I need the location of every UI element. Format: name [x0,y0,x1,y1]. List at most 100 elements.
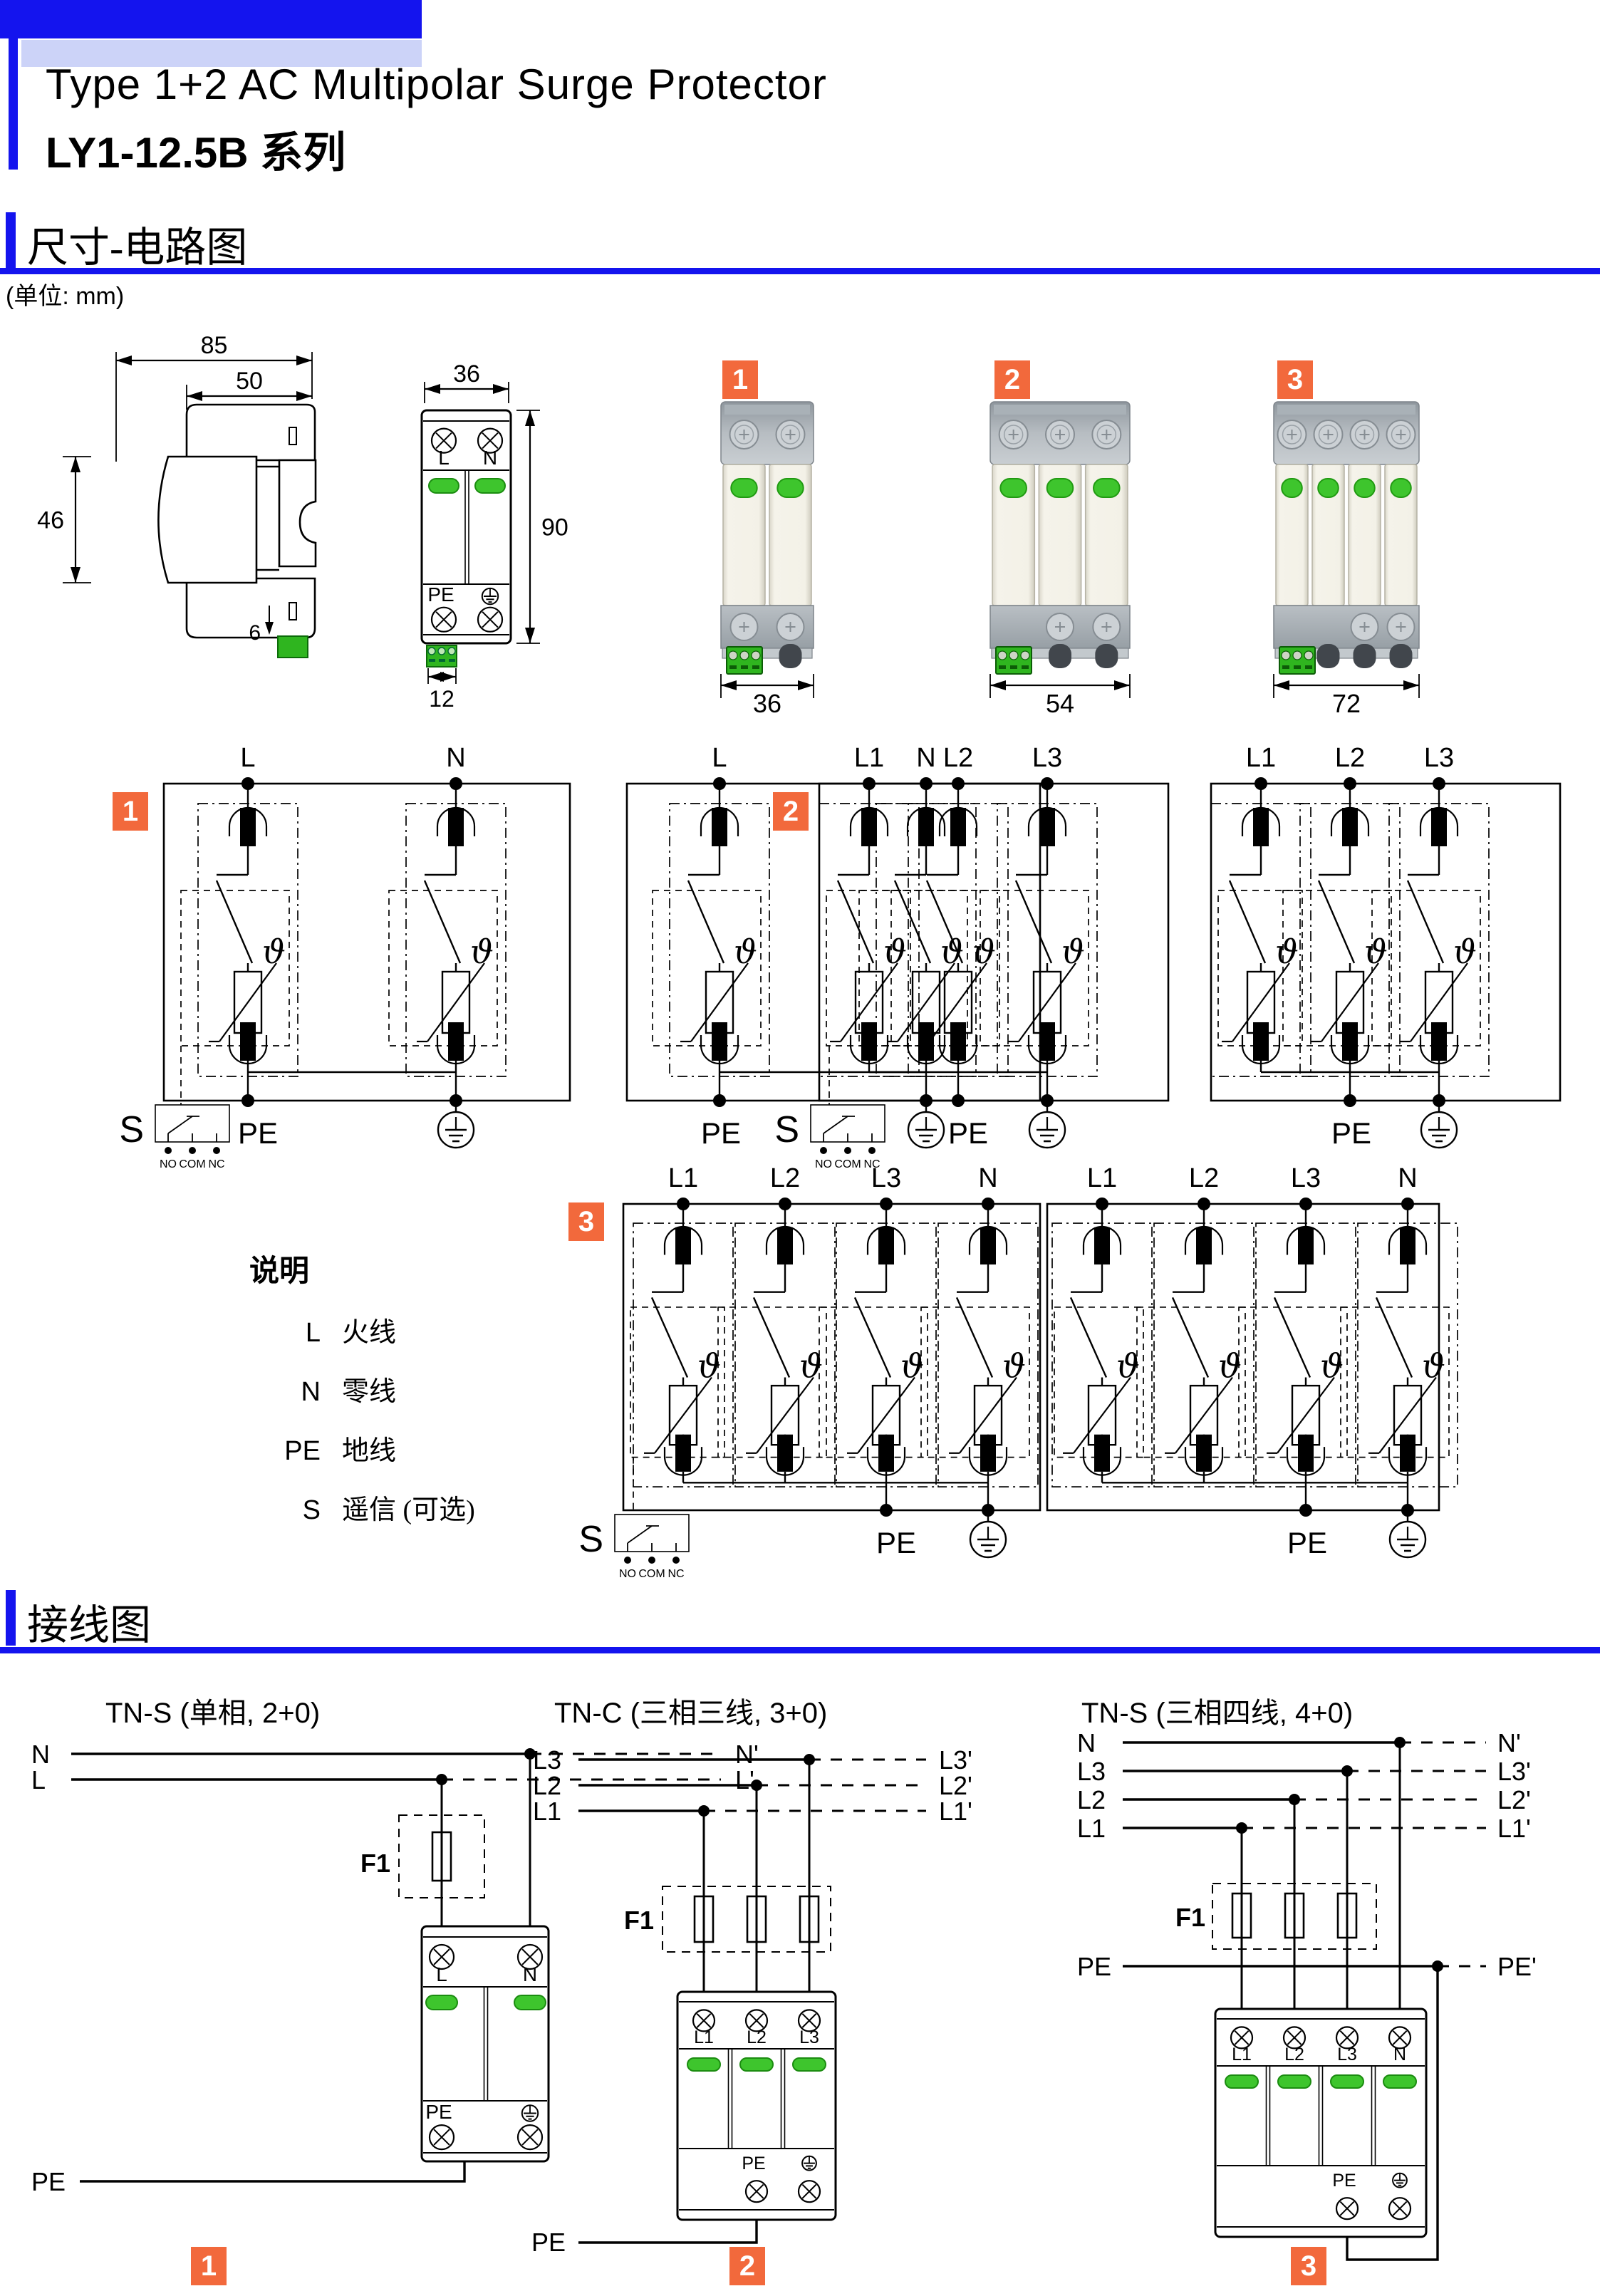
legend-symbol: L [305,1318,321,1348]
wiring-line-label: L3' [939,1745,972,1775]
wiring-badge-3: 3 [1291,2247,1326,2285]
s-contact-label: NC [208,1158,224,1170]
circuit-terminal-label: L3 [871,1163,901,1193]
section-underline [0,268,1600,274]
theta-symbol: ϑ [900,1347,924,1386]
dimension-value: 6 [249,621,261,645]
device-terminal-label: L1 [694,2027,714,2047]
product-rendering-3: 72 [1273,401,1420,718]
dimension-value: 46 [37,507,64,534]
theta-symbol: ϑ [1002,1347,1026,1386]
product-rendering-1: 36 [720,401,814,718]
wiring-line-label: N [31,1740,50,1769]
dimension-value: 90 [541,514,568,541]
wiring-line-label: L1' [1497,1814,1531,1843]
product-rendering-2: 54 [989,401,1131,718]
theta-symbol: ϑ [1422,1347,1445,1386]
device-terminal-label: L2 [1284,2045,1304,2064]
device-terminal-label: L [438,447,450,469]
theta-symbol: ϑ [972,933,996,971]
circuit-terminal-label: L1 [854,743,884,773]
s-contact-label: COM [179,1158,205,1170]
pe-line-label: PE [531,2228,566,2257]
wiring-line-label: L3' [1497,1757,1531,1786]
wiring-line-label: L1 [1077,1814,1106,1843]
section-marker [6,212,16,268]
theta-symbol: ϑ [1275,933,1299,971]
theta-symbol: ϑ [734,933,757,971]
pe-label: PE [1331,1116,1371,1150]
circuit-badge-1: 1 [113,792,148,831]
wiring-title-3: TN-S (三相四线, 4+0) [1081,1698,1354,1729]
pe-line-label: PE [31,2167,66,2196]
pe-label: PE [876,1526,916,1559]
s-contact-label: NO [160,1158,177,1170]
wiring-line-label: L1' [939,1797,972,1826]
circuit-terminal-label: L1 [1087,1163,1117,1193]
legend-symbol: PE [284,1436,321,1466]
pe-line-label: PE [1077,1952,1111,1981]
product-badge-1: 1 [722,360,758,399]
wiring-line-label: N' [735,1740,759,1769]
section-underline [0,1647,1600,1653]
circuit-terminal-label: L3 [1291,1163,1321,1193]
fuse-label: F1 [1175,1903,1205,1932]
dimension-value: 54 [1046,689,1074,718]
section-title-dimensions: 尺寸-电路图 [27,224,248,271]
circuit-terminal-label: L2 [770,1163,800,1193]
legend-item: N 零线 [249,1369,475,1408]
legend-symbol: N [301,1377,321,1407]
wiring-badge-1: 1 [191,2247,227,2285]
unit-note: (单位: mm) [6,283,125,310]
header-accent-vbar [9,9,18,170]
theta-symbol: ϑ [697,1347,721,1386]
s-label: S [578,1519,603,1560]
legend: 说明 L 火线 N 零线 PE 地线 S 遥信 (可选) [249,1247,475,1527]
device-pe-label: PE [742,2154,765,2173]
device-terminal-label: L [436,1963,447,1985]
dimension-value: 36 [753,689,781,718]
circuit-terminal-label: N [1398,1163,1417,1193]
wiring-line-label: L [31,1765,46,1794]
wiring-line-label: L2' [1497,1785,1531,1814]
wiring-line-label: L2 [1077,1785,1106,1814]
device-terminal-label: N [483,447,497,469]
section-marker [6,1590,16,1646]
circuit-terminal-label: N [916,743,935,773]
device-pe-label: PE [1332,2171,1356,2191]
wiring-title-1: TN-S (单相, 2+0) [105,1698,321,1729]
theta-symbol: ϑ [1364,933,1388,971]
fuse-label: F1 [360,1849,390,1878]
s-contact-label: NO [619,1568,636,1580]
device-pe-label: PE [425,2101,452,2123]
theta-symbol: ϑ [262,933,286,971]
circuit-terminal-label: L2 [943,743,973,773]
product-badge-2: 2 [994,360,1030,399]
wiring-title-2: TN-C (三相三线, 3+0) [554,1698,828,1729]
pe-label: PE [238,1116,278,1150]
dimension-value: 12 [429,686,454,712]
theta-symbol: ϑ [1218,1347,1242,1386]
wiring-line-label: L3 [533,1745,561,1775]
circuit-terminal-label: N [978,1163,997,1193]
dimension-value: 85 [201,332,228,359]
theta-symbol: ϑ [1320,1347,1344,1386]
pe-line-label: PE' [1497,1952,1537,1981]
theta-symbol: ϑ [1453,933,1477,971]
legend-title: 说明 [249,1255,310,1288]
theta-symbol: ϑ [883,933,907,971]
s-contact-label: COM [834,1158,861,1170]
product-badge-3: 3 [1277,360,1313,399]
wiring-line-label: L1 [533,1797,561,1826]
circuit-terminal-label: L [712,743,727,773]
circuit-terminal-label: L3 [1032,743,1062,773]
